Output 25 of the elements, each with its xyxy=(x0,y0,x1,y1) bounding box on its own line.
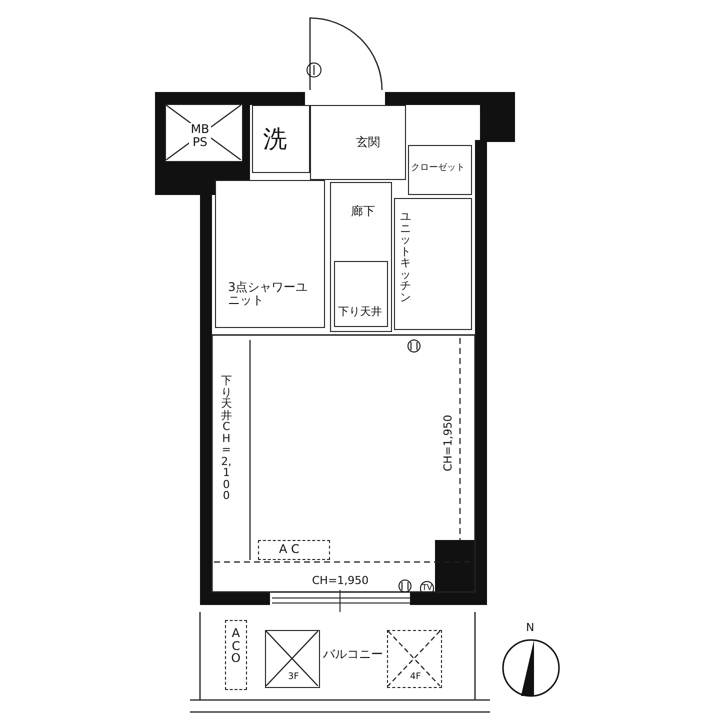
room-area xyxy=(215,180,325,328)
dashed-box xyxy=(258,540,330,560)
north-label: N xyxy=(526,622,534,634)
room-label: 洗 xyxy=(263,126,287,152)
room-label: ユニットキッチン xyxy=(399,211,412,304)
ceiling-height-label: CH=1,950 xyxy=(312,575,369,588)
room-area xyxy=(394,198,472,330)
tv-outlet-label: TV xyxy=(420,581,434,596)
dashed-box xyxy=(225,620,247,690)
room-area xyxy=(334,261,388,327)
room-label: A C xyxy=(279,543,300,556)
room-area xyxy=(252,105,310,173)
room-label: 玄関 xyxy=(356,136,380,150)
room-label: 下り天井 xyxy=(338,306,382,318)
room-label: 廊下 xyxy=(351,205,375,218)
room-area xyxy=(310,105,406,180)
room-label: ACO xyxy=(230,627,242,665)
room-label: クローゼット xyxy=(411,164,465,174)
room-label: MB PS xyxy=(189,123,211,150)
ceiling-height-label: CH=1,950 xyxy=(442,414,454,472)
room-area xyxy=(408,145,472,195)
room-label: 3点シャワーユニット xyxy=(228,281,309,308)
ceiling-height-label: 下り天井 CH=2,100 xyxy=(220,375,233,502)
room-area xyxy=(330,182,392,332)
room-label: バルコニー xyxy=(323,648,383,662)
